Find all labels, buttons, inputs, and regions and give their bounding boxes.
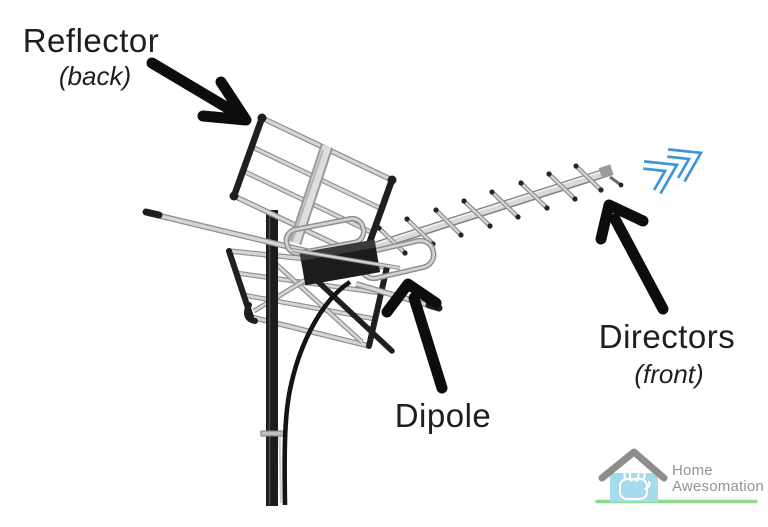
logo-text: Home Awesomation — [672, 463, 764, 495]
reflector-label: Reflector — [22, 22, 160, 59]
dipole-label: Dipole — [394, 397, 492, 434]
directors-label: Directors — [598, 318, 736, 355]
director-elements — [376, 163, 604, 256]
house-icon — [598, 448, 668, 502]
coax-cable — [282, 280, 352, 506]
rock-hand-icon — [619, 465, 651, 500]
dipole-arrow — [381, 278, 448, 394]
mast — [260, 210, 285, 506]
logo-text-line2: Awesomation — [672, 478, 764, 495]
forward-direction-chevrons-icon — [643, 148, 704, 195]
directors-sublabel: (front) — [634, 359, 704, 389]
dipole-assembly — [283, 215, 437, 286]
antenna-illustration — [142, 113, 624, 506]
home-awesomation-logo — [595, 448, 758, 504]
mast-clamp — [260, 430, 285, 437]
reflector-arrow — [146, 57, 252, 126]
directors-arrow — [595, 199, 669, 315]
logo-text-line1: Home — [672, 462, 713, 479]
reflector-sublabel: (back) — [58, 61, 132, 91]
